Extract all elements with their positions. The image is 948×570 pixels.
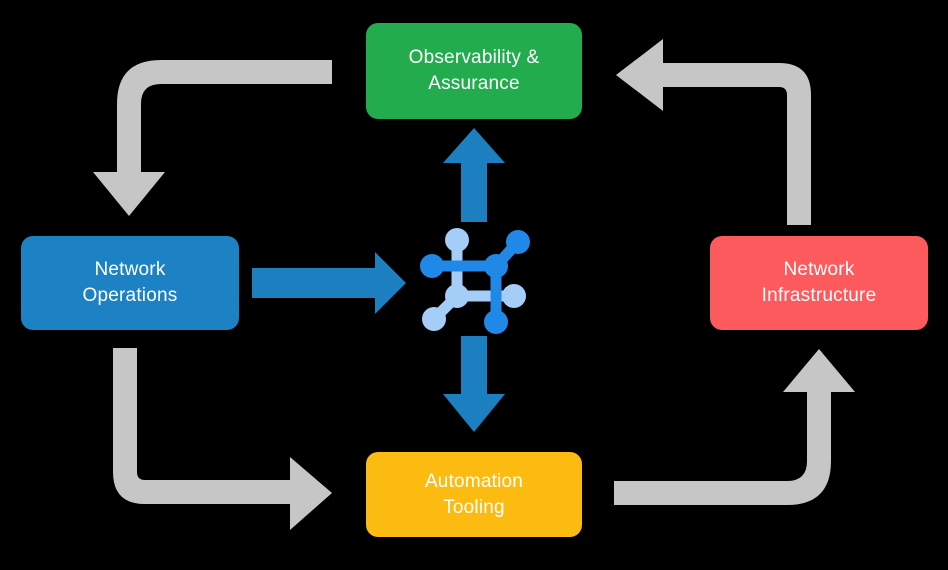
connector-operations-to-center	[252, 252, 406, 314]
node-network-infrastructure[interactable]: Network Infrastructure	[710, 236, 928, 330]
node-network-operations[interactable]: Network Operations	[21, 236, 239, 330]
connector-operations-to-automation	[113, 348, 332, 530]
connector-center-to-observability	[443, 128, 505, 222]
node-automation-tooling[interactable]: Automation Tooling	[366, 452, 582, 537]
network-icon-dark-nodes	[420, 230, 530, 334]
connector-observability-to-operations	[93, 60, 332, 216]
connector-center-to-automation	[443, 336, 505, 432]
node-observability-assurance[interactable]: Observability & Assurance	[366, 23, 582, 119]
network-icon-light-nodes	[422, 228, 526, 331]
connector-automation-to-infrastructure	[614, 349, 855, 505]
network-topology-icon	[418, 218, 538, 338]
connector-infrastructure-to-observability	[616, 39, 811, 225]
